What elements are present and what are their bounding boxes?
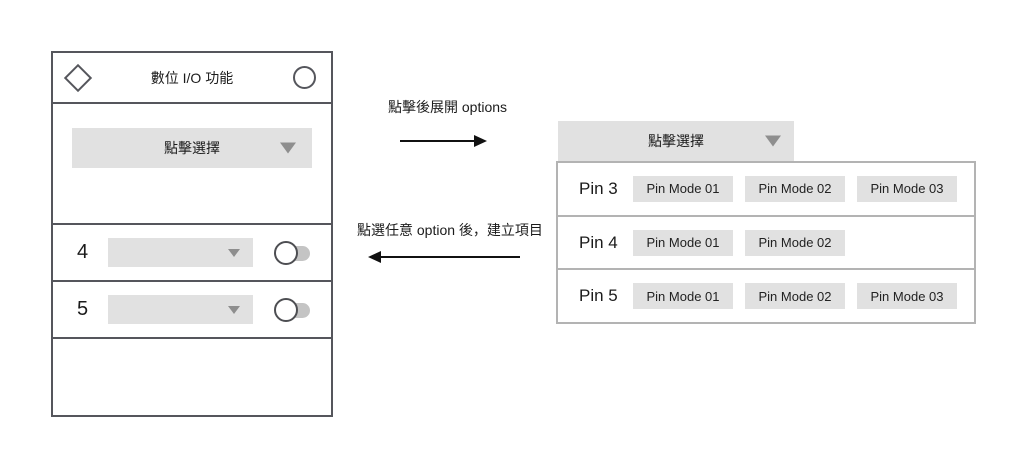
select-section: 點擊選擇 (53, 104, 331, 225)
pin-mode-button[interactable]: Pin Mode 02 (745, 175, 845, 202)
pin-label: Pin 4 (579, 232, 618, 252)
pin-mode-button[interactable]: Pin Mode 01 (633, 283, 733, 310)
toggle-knob (274, 240, 298, 265)
main-select-dropdown-label: 點擊選擇 (164, 140, 220, 156)
pin-toggle-switch[interactable] (274, 240, 310, 265)
options-panel: Pin 3 Pin Mode 01 Pin Mode 02 Pin Mode 0… (556, 161, 976, 324)
options-dropdown-header[interactable]: 點擊選擇 (558, 121, 794, 161)
annotation-expand-options: 點擊後展開 options (388, 99, 508, 115)
options-dropdown-label: 點擊選擇 (648, 133, 704, 149)
main-select-dropdown[interactable]: 點擊選擇 (72, 128, 312, 168)
toggle-knob (274, 297, 298, 322)
caret-down-icon (228, 248, 240, 257)
device-panel-header: 數位 I/O 功能 (53, 53, 331, 104)
pin-mode-dropdown[interactable] (108, 238, 253, 267)
option-row-pin3: Pin 3 Pin Mode 01 Pin Mode 02 Pin Mode 0… (558, 163, 974, 215)
circle-icon[interactable] (293, 66, 316, 89)
caret-down-icon (228, 305, 240, 314)
panel-title: 數位 I/O 功能 (150, 69, 234, 86)
device-pin-row-5: 5 (53, 282, 331, 339)
arrow-left-icon (368, 251, 520, 263)
pin-toggle-switch[interactable] (274, 297, 310, 322)
device-pin-row-4: 4 (53, 225, 331, 282)
pin-mode-button[interactable]: Pin Mode 02 (745, 229, 845, 256)
pin-mode-button[interactable]: Pin Mode 01 (633, 175, 733, 202)
annotation-create-item: 點選任意 option 後，建立項目 (357, 222, 543, 238)
device-panel: 數位 I/O 功能 點擊選擇 4 5 (51, 51, 333, 417)
caret-down-icon (765, 135, 781, 147)
pin-mode-button[interactable]: Pin Mode 01 (633, 229, 733, 256)
caret-down-icon (280, 142, 296, 154)
pin-mode-button[interactable]: Pin Mode 02 (745, 283, 845, 310)
pin-number: 4 (77, 241, 89, 263)
pin-label: Pin 3 (579, 178, 618, 198)
pin-label: Pin 5 (579, 286, 618, 306)
pin-mode-dropdown[interactable] (108, 295, 253, 324)
option-row-pin5: Pin 5 Pin Mode 01 Pin Mode 02 Pin Mode 0… (558, 268, 974, 322)
option-row-pin4: Pin 4 Pin Mode 01 Pin Mode 02 (558, 214, 974, 269)
pin-mode-button[interactable]: Pin Mode 03 (857, 175, 957, 202)
arrow-right-icon (400, 135, 487, 147)
pin-number: 5 (77, 298, 89, 320)
empty-section (53, 339, 331, 415)
pin-mode-button[interactable]: Pin Mode 03 (857, 283, 957, 310)
